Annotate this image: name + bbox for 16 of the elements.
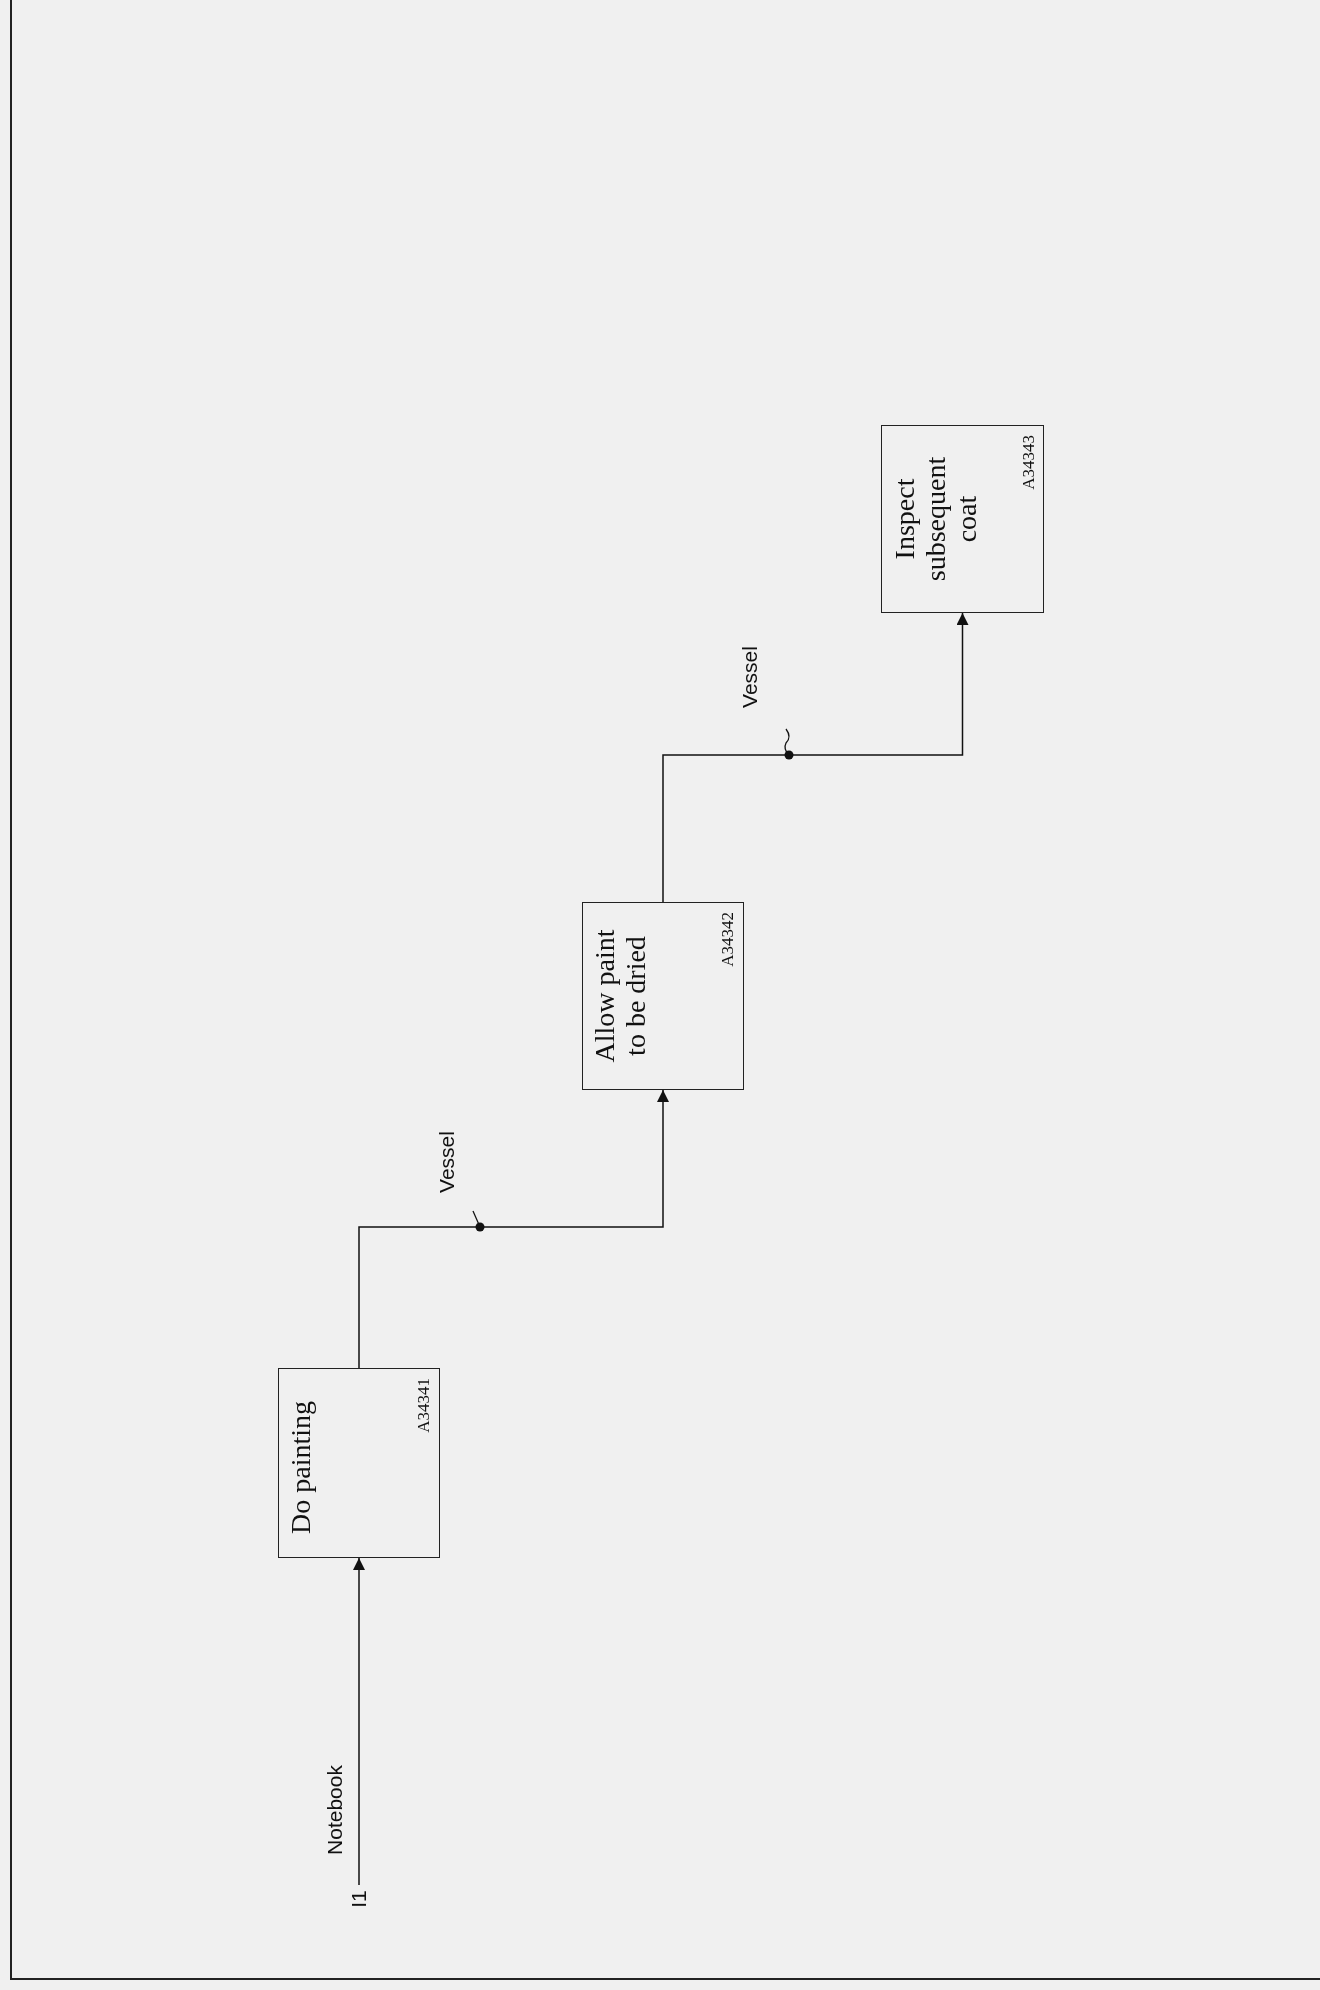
activity-code: A34343 <box>1018 435 1038 490</box>
arrow <box>353 1557 365 1886</box>
activity-code: A34342 <box>718 912 738 967</box>
activity-name: Do painting <box>286 1401 317 1534</box>
edge-label: Vessel <box>435 1131 459 1193</box>
activity-code: A34341 <box>414 1378 434 1433</box>
arrow <box>662 612 969 903</box>
port-label: I1 <box>347 1885 371 1913</box>
activity-box <box>582 902 744 1090</box>
edge-label: Notebook <box>323 1765 347 1855</box>
arrow <box>358 1089 669 1369</box>
activity-box <box>278 1368 440 1558</box>
activity-name: Inspect subsequent coat <box>889 455 982 584</box>
activity-name: Allow paint to be dried <box>590 928 652 1065</box>
edge-label: Vessel <box>738 646 762 708</box>
activity-box <box>881 425 1044 613</box>
